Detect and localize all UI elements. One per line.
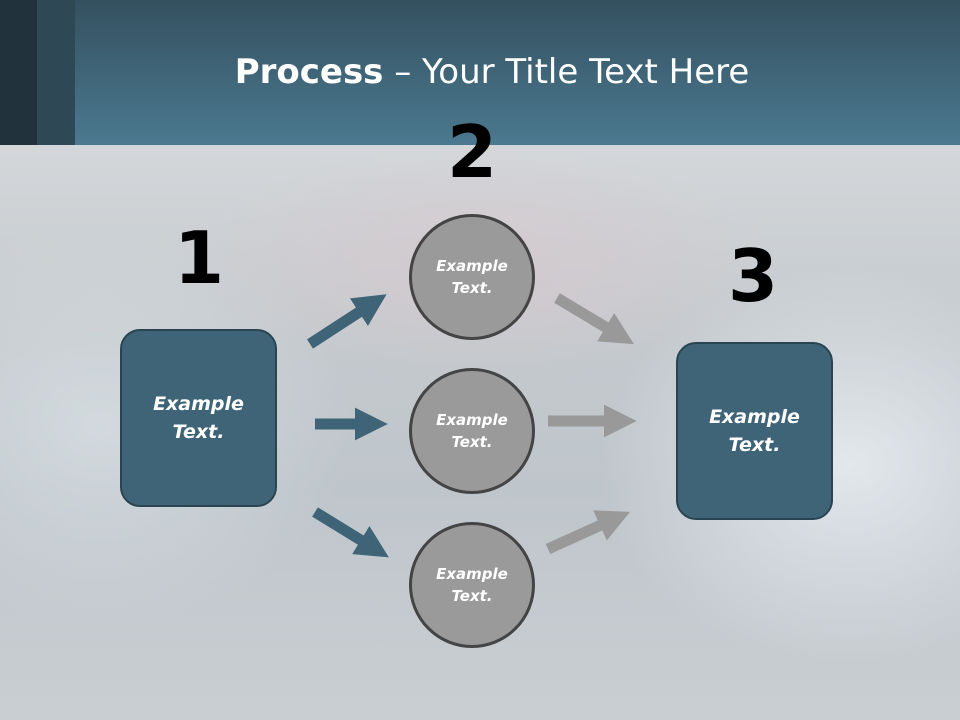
circle-label: Example Text. xyxy=(436,564,508,606)
title-bold: Process xyxy=(234,52,384,92)
title-bar: Process – Your Title Text Here xyxy=(0,0,960,145)
circle-label: Example Text. xyxy=(436,256,508,298)
circle-label: Example Text. xyxy=(436,410,508,452)
title-rest: – Your Title Text Here xyxy=(383,52,750,92)
arrow-from-bottom xyxy=(545,510,631,555)
slide-title: Process – Your Title Text Here xyxy=(0,52,960,92)
step-number-3: 3 xyxy=(727,234,779,318)
step-2-circle-top: Example Text. xyxy=(409,214,535,340)
arrow-to-top xyxy=(307,294,387,349)
step-2-circle-middle: Example Text. xyxy=(409,368,535,494)
decor-strip xyxy=(37,0,75,145)
step-2-circle-bottom: Example Text. xyxy=(409,522,535,648)
step-number-1: 1 xyxy=(173,216,225,300)
step-number-2: 2 xyxy=(446,110,498,194)
arrow-from-top xyxy=(554,293,634,345)
step-3-label: Example Text. xyxy=(709,405,800,457)
step-1-label: Example Text. xyxy=(153,392,244,444)
step-3-box: Example Text. xyxy=(676,342,833,520)
step-1-box: Example Text. xyxy=(120,329,277,507)
arrow-to-bottom xyxy=(312,507,389,558)
decor-strip xyxy=(0,0,37,145)
